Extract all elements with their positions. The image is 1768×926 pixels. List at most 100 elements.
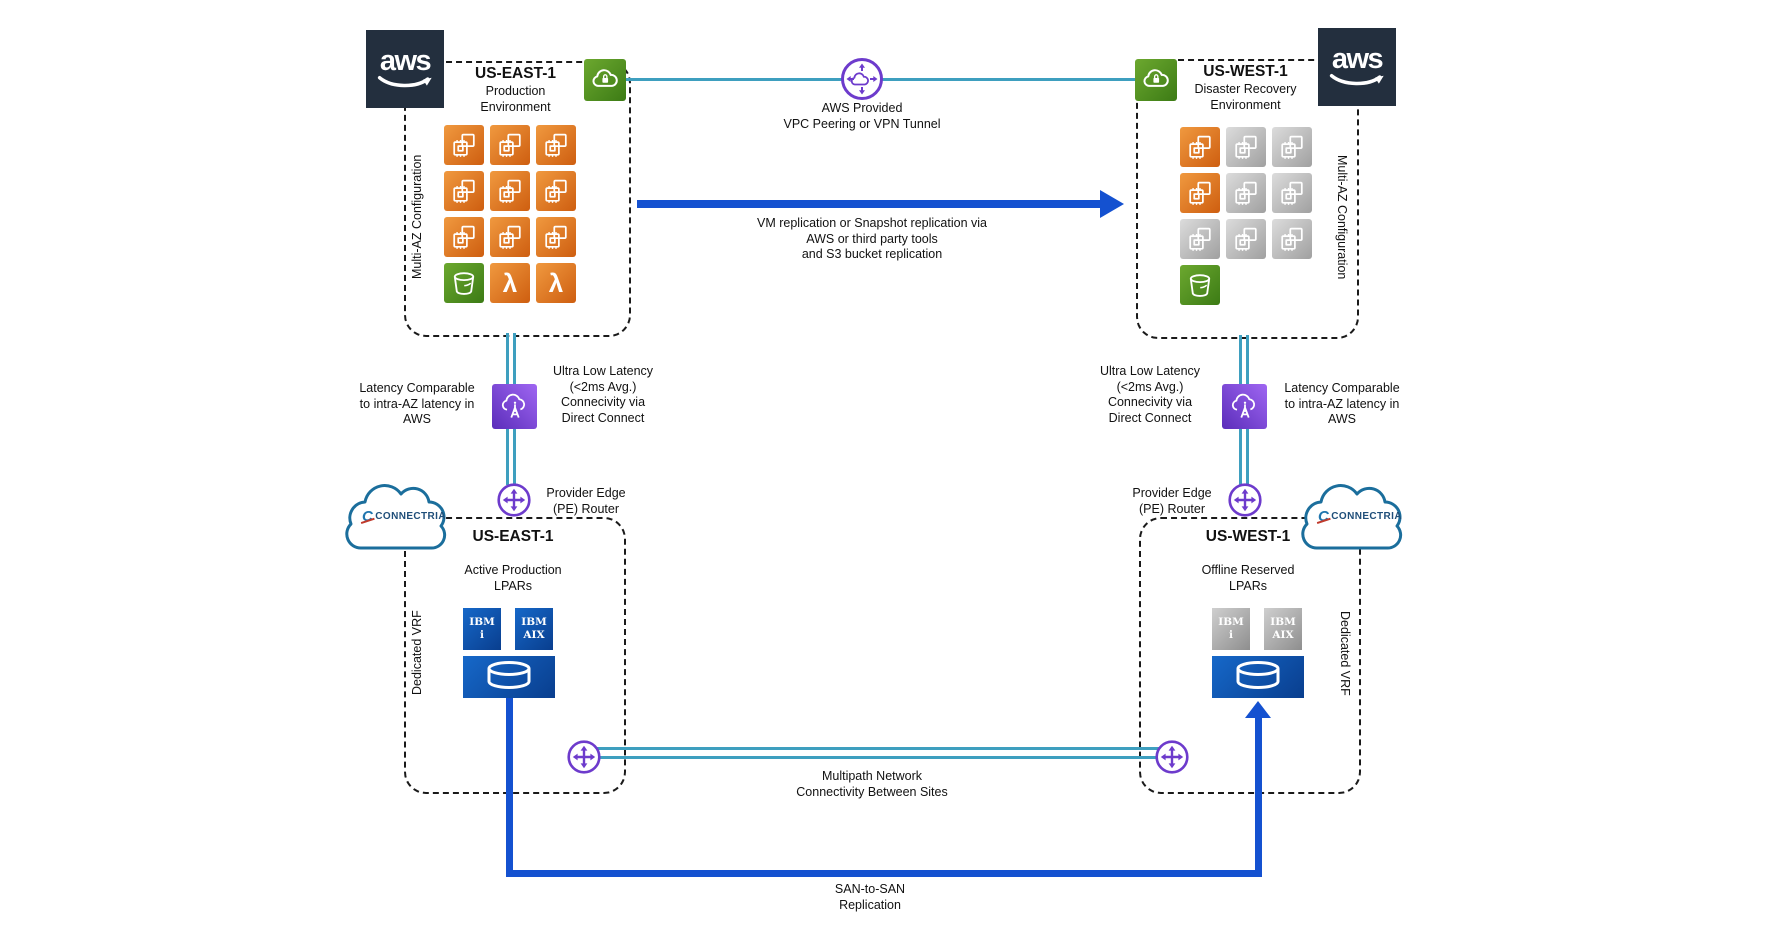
vm-instance-offline-icon xyxy=(1272,173,1312,213)
east-pe-line1: Provider Edge xyxy=(546,486,626,500)
east-env-line2: Environment xyxy=(480,99,551,114)
west-ull-line2: (<2ms Avg.) xyxy=(1116,379,1184,394)
vm-instance-offline-icon xyxy=(1180,219,1220,259)
west-instance-grid xyxy=(1180,127,1312,305)
east-env-line1: Production xyxy=(485,84,546,98)
lpar-label-line2: i xyxy=(480,629,484,641)
pe-router-icon xyxy=(1228,483,1262,517)
vm-replication-label: VM replication or Snapshot replication v… xyxy=(702,216,1042,263)
east-env-label: Production Environment xyxy=(404,84,627,115)
west-region-title: US-WEST-1 xyxy=(1203,63,1288,80)
aws-smile-icon xyxy=(377,75,432,87)
west-ull-line3: Connecivity via xyxy=(1107,395,1193,409)
connectria-east-box xyxy=(404,517,626,794)
san-replication-line-horizontal xyxy=(506,870,1262,877)
aws-logo-text: aws xyxy=(1331,42,1384,75)
vm-replication-arrowhead-icon xyxy=(1100,190,1124,218)
connectria-west-desc-line1: Offline Reserved xyxy=(1201,563,1295,577)
vm-replication-line2: AWS or third party tools xyxy=(806,231,938,246)
west-pe-line1: Provider Edge xyxy=(1132,486,1212,500)
connectria-west-title: US-WEST-1 xyxy=(1205,528,1291,545)
connectria-east-title: US-EAST-1 xyxy=(472,528,554,545)
lpar-label-line2: AIX xyxy=(1272,629,1294,641)
lpar-label-line2: i xyxy=(1229,629,1233,641)
san-replication-line-east xyxy=(506,698,513,877)
san-replication-line1: SAN-to-SAN xyxy=(834,882,906,896)
west-latency-line3: AWS xyxy=(1327,412,1356,426)
direct-connect-icon xyxy=(1222,384,1267,429)
aws-logo: aws xyxy=(1318,28,1396,106)
connectria-east-desc-line2: LPARs xyxy=(494,578,532,593)
west-env-line1: Disaster Recovery xyxy=(1194,82,1297,96)
san-storage-icon xyxy=(463,656,555,698)
east-latency-line3: AWS xyxy=(402,412,431,426)
vm-instance-icon xyxy=(490,125,530,165)
san-storage-icon xyxy=(1212,656,1304,698)
aws-east-region-box xyxy=(404,61,631,337)
east-ull-line4: Direct Connect xyxy=(561,410,645,425)
connectria-east-desc-line1: Active Production xyxy=(464,563,562,577)
vm-replication-arrow-shaft xyxy=(637,200,1100,208)
vpc-link-line1: AWS Provided xyxy=(821,101,903,115)
multipath-router-icon xyxy=(567,740,601,774)
east-multi-az-label: Multi-AZ Configuration xyxy=(410,154,424,280)
lpar-ibm-i: IBM i xyxy=(1212,608,1250,650)
vm-replication-line3: and S3 bucket replication xyxy=(801,247,943,261)
s3-bucket-icon xyxy=(444,263,484,303)
aws-logo-text: aws xyxy=(379,44,432,77)
vm-instance-offline-icon xyxy=(1226,173,1266,213)
vm-instance-offline-icon xyxy=(1272,127,1312,167)
multipath-label: Multipath Network Connectivity Between S… xyxy=(722,769,1022,800)
east-ull-line2: (<2ms Avg.) xyxy=(569,379,637,394)
west-env-label: Disaster Recovery Environment xyxy=(1136,82,1355,113)
vm-instance-icon xyxy=(444,171,484,211)
vm-instance-icon xyxy=(1180,127,1220,167)
san-replication-label: SAN-to-SAN Replication xyxy=(720,882,1020,913)
west-ultra-low-latency-label: Ultra Low Latency (<2ms Avg.) Connecivit… xyxy=(1085,364,1215,426)
connectria-west-box xyxy=(1139,517,1361,794)
lpar-label-line1: IBM xyxy=(521,616,547,628)
vm-instance-icon xyxy=(536,217,576,257)
vm-instance-icon xyxy=(444,217,484,257)
vpc-link-label: AWS Provided VPC Peering or VPN Tunnel xyxy=(742,101,982,132)
east-pe-line2: (PE) Router xyxy=(553,501,619,516)
vm-instance-icon xyxy=(490,171,530,211)
vpc-icon xyxy=(584,59,626,101)
connectria-c-mark-icon: C xyxy=(362,508,374,525)
direct-connect-icon xyxy=(492,384,537,429)
connectria-west-desc-line2: LPARs xyxy=(1229,578,1267,593)
west-dedicated-vrf-label: Dedicated VRF xyxy=(1338,610,1352,696)
connectria-logo-text: CONNECTRIA xyxy=(375,511,446,522)
lpar-ibm-aix: IBM AIX xyxy=(1264,608,1302,650)
pe-router-icon xyxy=(497,483,531,517)
connectria-c-mark-icon: C xyxy=(1318,508,1330,525)
san-replication-arrowhead-icon xyxy=(1245,701,1271,718)
west-latency-label: Latency Comparable to intra-AZ latency i… xyxy=(1272,381,1412,428)
multipath-line2: Connectivity Between Sites xyxy=(796,784,948,799)
vm-instance-icon xyxy=(536,171,576,211)
east-region-title: US-EAST-1 xyxy=(475,65,556,82)
vm-instance-offline-icon xyxy=(1226,127,1266,167)
connectria-east-desc: Active Production LPARs xyxy=(404,563,622,594)
vm-instance-offline-icon xyxy=(1272,219,1312,259)
vpc-peering-router-icon xyxy=(840,57,884,101)
multipath-router-icon xyxy=(1155,740,1189,774)
multipath-line-2 xyxy=(584,756,1172,759)
lambda-icon: λ xyxy=(536,263,576,303)
lpar-label-line2: AIX xyxy=(523,629,545,641)
aws-smile-icon xyxy=(1329,73,1384,85)
lpar-ibm-i: IBM i xyxy=(463,608,501,650)
multipath-line1: Multipath Network xyxy=(821,769,923,783)
east-latency-label: Latency Comparable to intra-AZ latency i… xyxy=(347,381,487,428)
lpar-label-line1: IBM xyxy=(469,616,495,628)
lpar-ibm-aix: IBM AIX xyxy=(515,608,553,650)
east-dedicated-vrf-label: Dedicated VRF xyxy=(410,610,424,696)
west-pe-line2: (PE) Router xyxy=(1139,501,1205,516)
east-ull-line3: Connecivity via xyxy=(560,395,646,409)
